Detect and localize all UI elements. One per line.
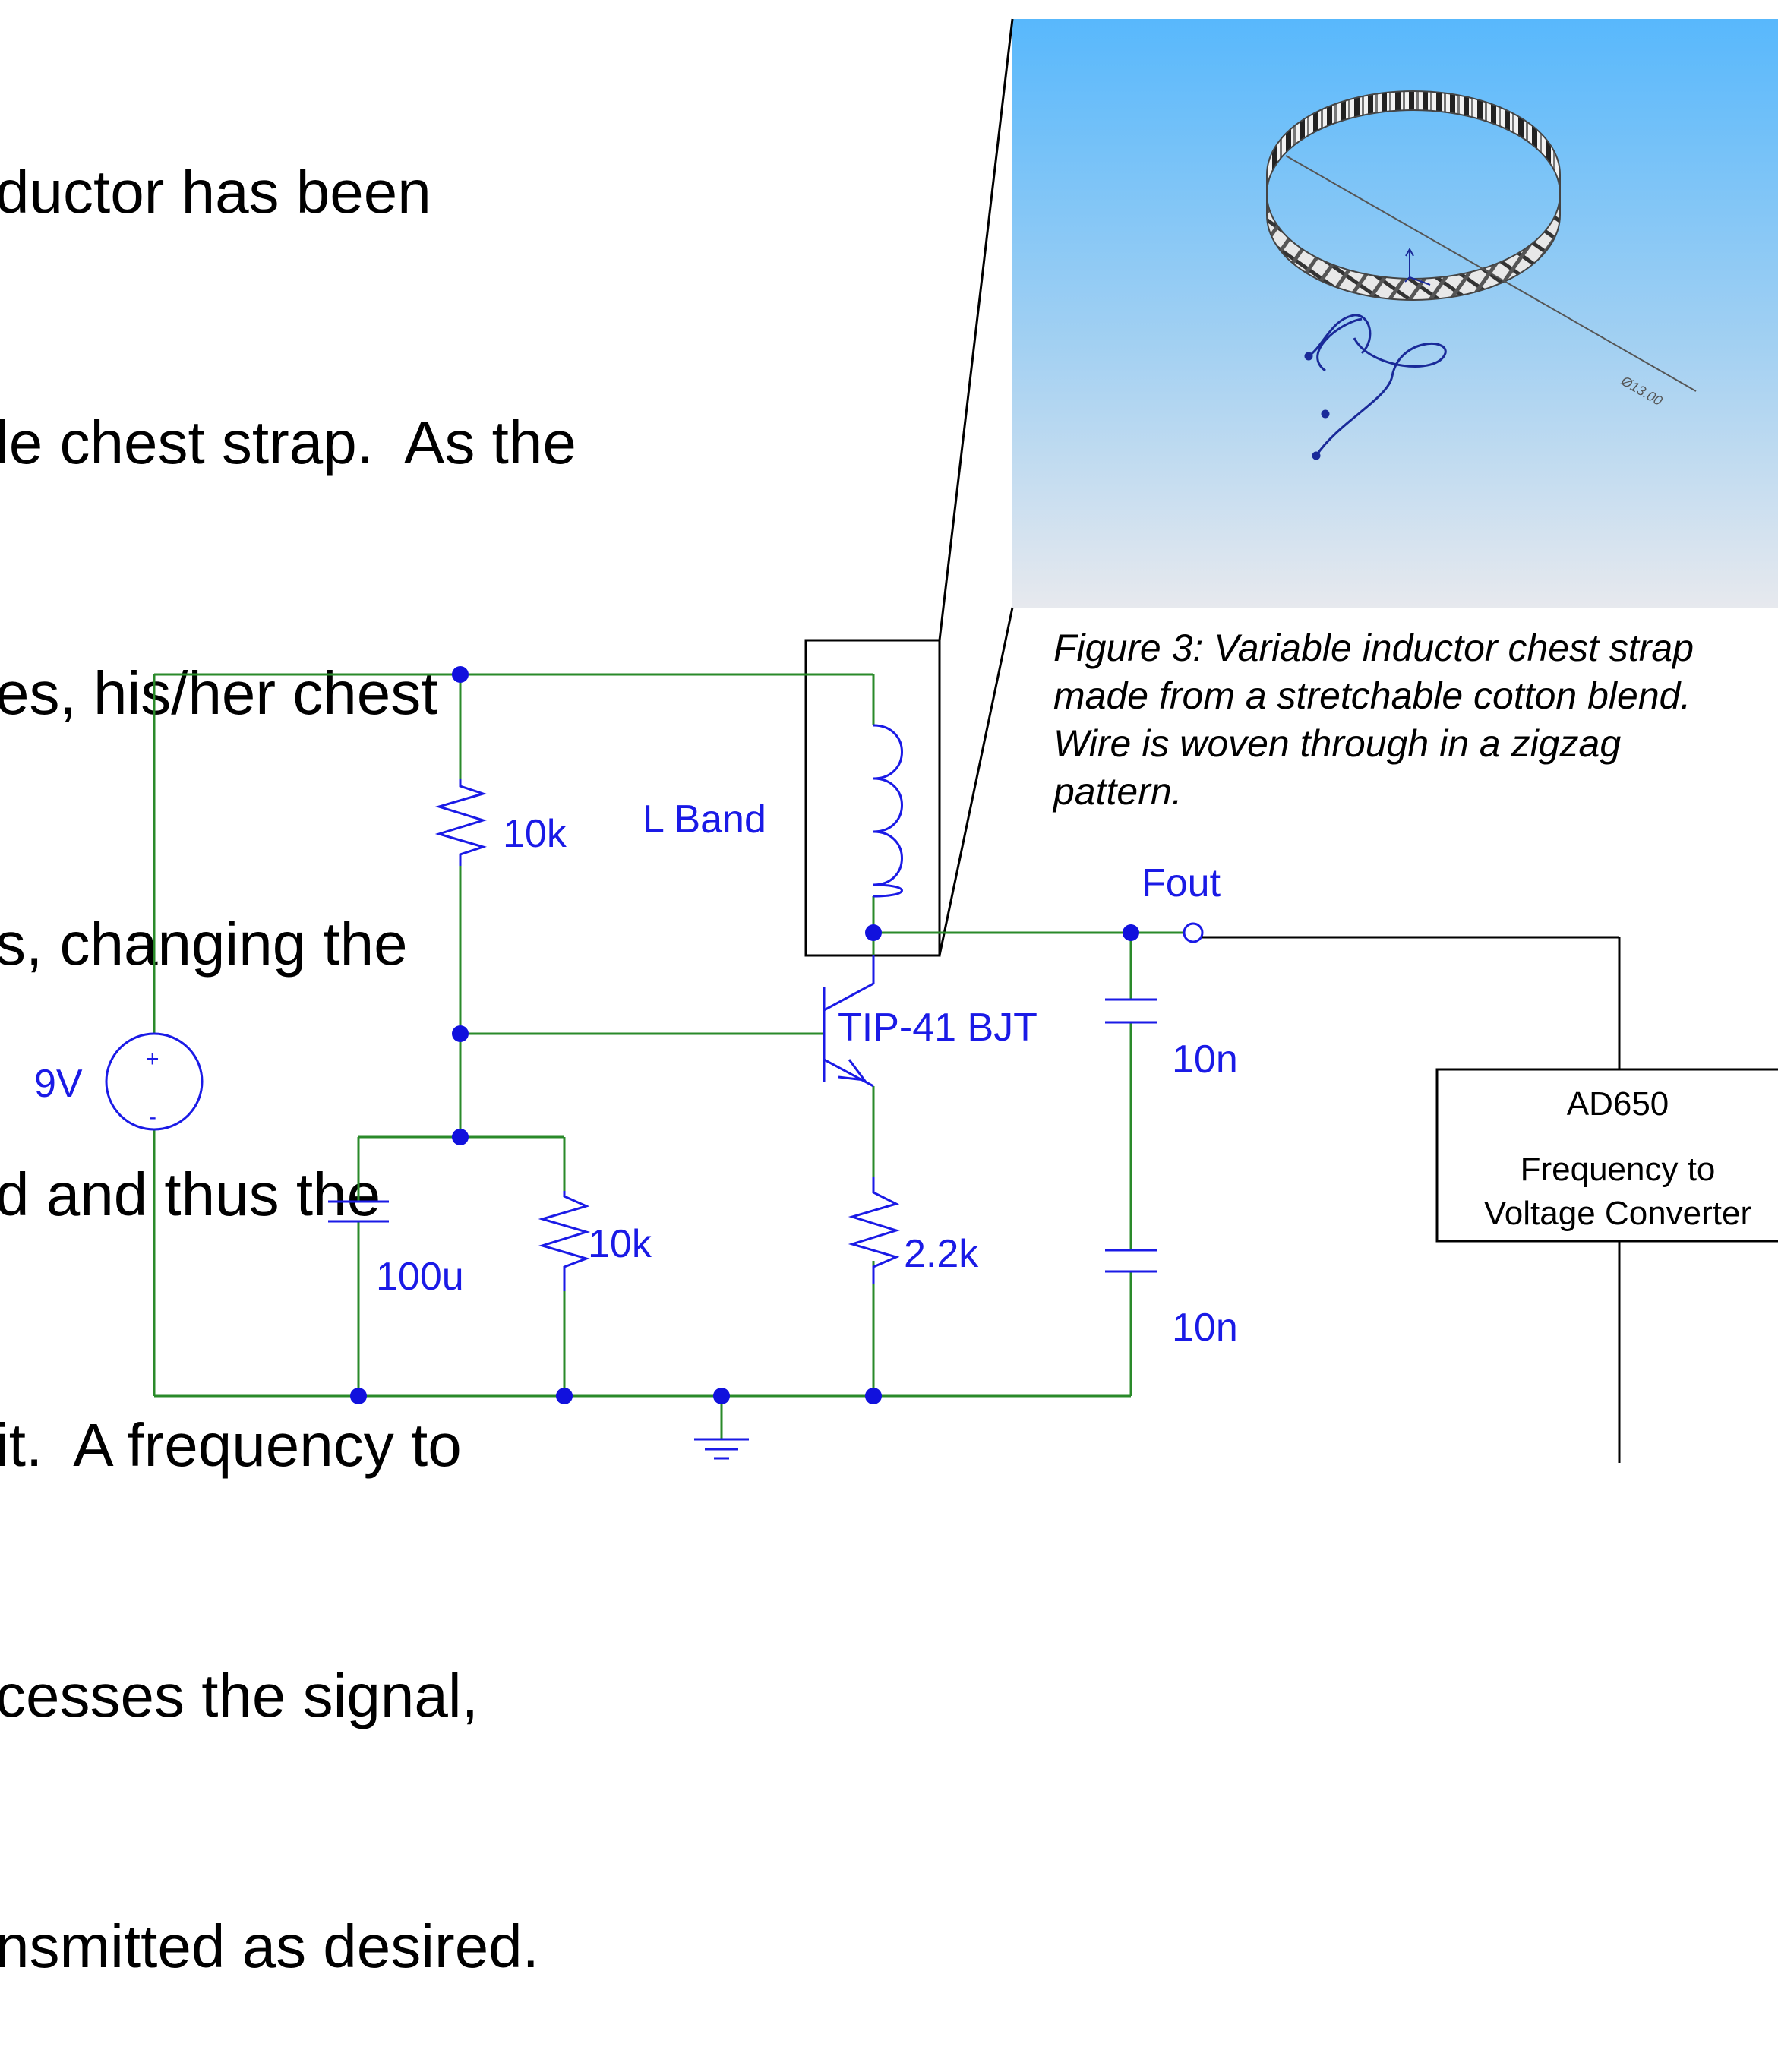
junctions bbox=[350, 666, 1139, 1404]
body-line: nsmitted as desired. bbox=[0, 1912, 539, 1980]
band-front bbox=[1266, 193, 1561, 301]
source-minus: - bbox=[149, 1104, 156, 1129]
body-line: d and thus the bbox=[0, 1161, 381, 1228]
body-line: le chest strap. As the bbox=[0, 409, 576, 476]
r-top-label: 10k bbox=[503, 812, 567, 856]
output-label: Fout bbox=[1142, 861, 1221, 905]
inductor-l-band bbox=[873, 724, 903, 898]
body-line: cesses the signal, bbox=[0, 1662, 478, 1729]
converter-title: AD650 bbox=[1567, 1085, 1669, 1123]
source-plus: + bbox=[146, 1047, 159, 1072]
c-bottom-label: 10n bbox=[1172, 1306, 1238, 1350]
c-big-label: 100u bbox=[376, 1255, 464, 1299]
wires bbox=[153, 673, 1185, 1439]
strap-illustration: Ø13.00 bbox=[1266, 90, 1697, 460]
body-line: s, changing the bbox=[0, 910, 408, 978]
callout bbox=[804, 18, 1014, 957]
chest-strap-render: Ø13.00 bbox=[1012, 19, 1778, 608]
resistor-2-2k bbox=[848, 1177, 901, 1284]
source-label: 9V bbox=[34, 1062, 83, 1106]
output-terminal bbox=[1183, 922, 1204, 943]
resistor-10k-top bbox=[434, 779, 488, 866]
ad650-block bbox=[1435, 1068, 1778, 1243]
caption-line: Figure 3: Variable inductor chest strap bbox=[1053, 627, 1694, 669]
body-line: ductor has been bbox=[0, 158, 431, 226]
ground-icon bbox=[694, 1438, 749, 1460]
components bbox=[105, 724, 1204, 1460]
callout-line-bottom bbox=[938, 607, 1014, 956]
inductor-label: L Band bbox=[643, 798, 766, 842]
caption-line: pattern. bbox=[1053, 770, 1183, 813]
figure-caption: Figure 3: Variable inductor chest strap … bbox=[1053, 624, 1778, 816]
r-emitter-label: 2.2k bbox=[904, 1232, 979, 1276]
callout-line-top bbox=[938, 18, 1014, 641]
caption-line: Wire is woven through in a zigzag bbox=[1053, 722, 1622, 765]
voltage-source-9v bbox=[105, 1032, 204, 1131]
resistor-10k-bottom bbox=[538, 1191, 591, 1291]
axis-triad-icon bbox=[1404, 247, 1431, 286]
caption-line: made from a stretchable cotton blend. bbox=[1053, 674, 1691, 717]
converter-desc-line2: Voltage Converter bbox=[1484, 1195, 1751, 1232]
band-back bbox=[1266, 90, 1561, 194]
circuit-schematic: 9V + - 10k L Band TIP-41 BJT 100u 10k 2.… bbox=[34, 18, 1778, 1463]
converter-desc-line1: Frequency to bbox=[1521, 1151, 1716, 1188]
diameter-line bbox=[1285, 155, 1697, 392]
body-line: es, his/her chest bbox=[0, 659, 438, 727]
c-top-label: 10n bbox=[1172, 1038, 1238, 1082]
lead-wires bbox=[1304, 314, 1447, 460]
r-bottom-label: 10k bbox=[588, 1222, 652, 1266]
transistor-label: TIP-41 BJT bbox=[838, 1006, 1037, 1050]
transistor-tip41 bbox=[823, 955, 875, 1088]
